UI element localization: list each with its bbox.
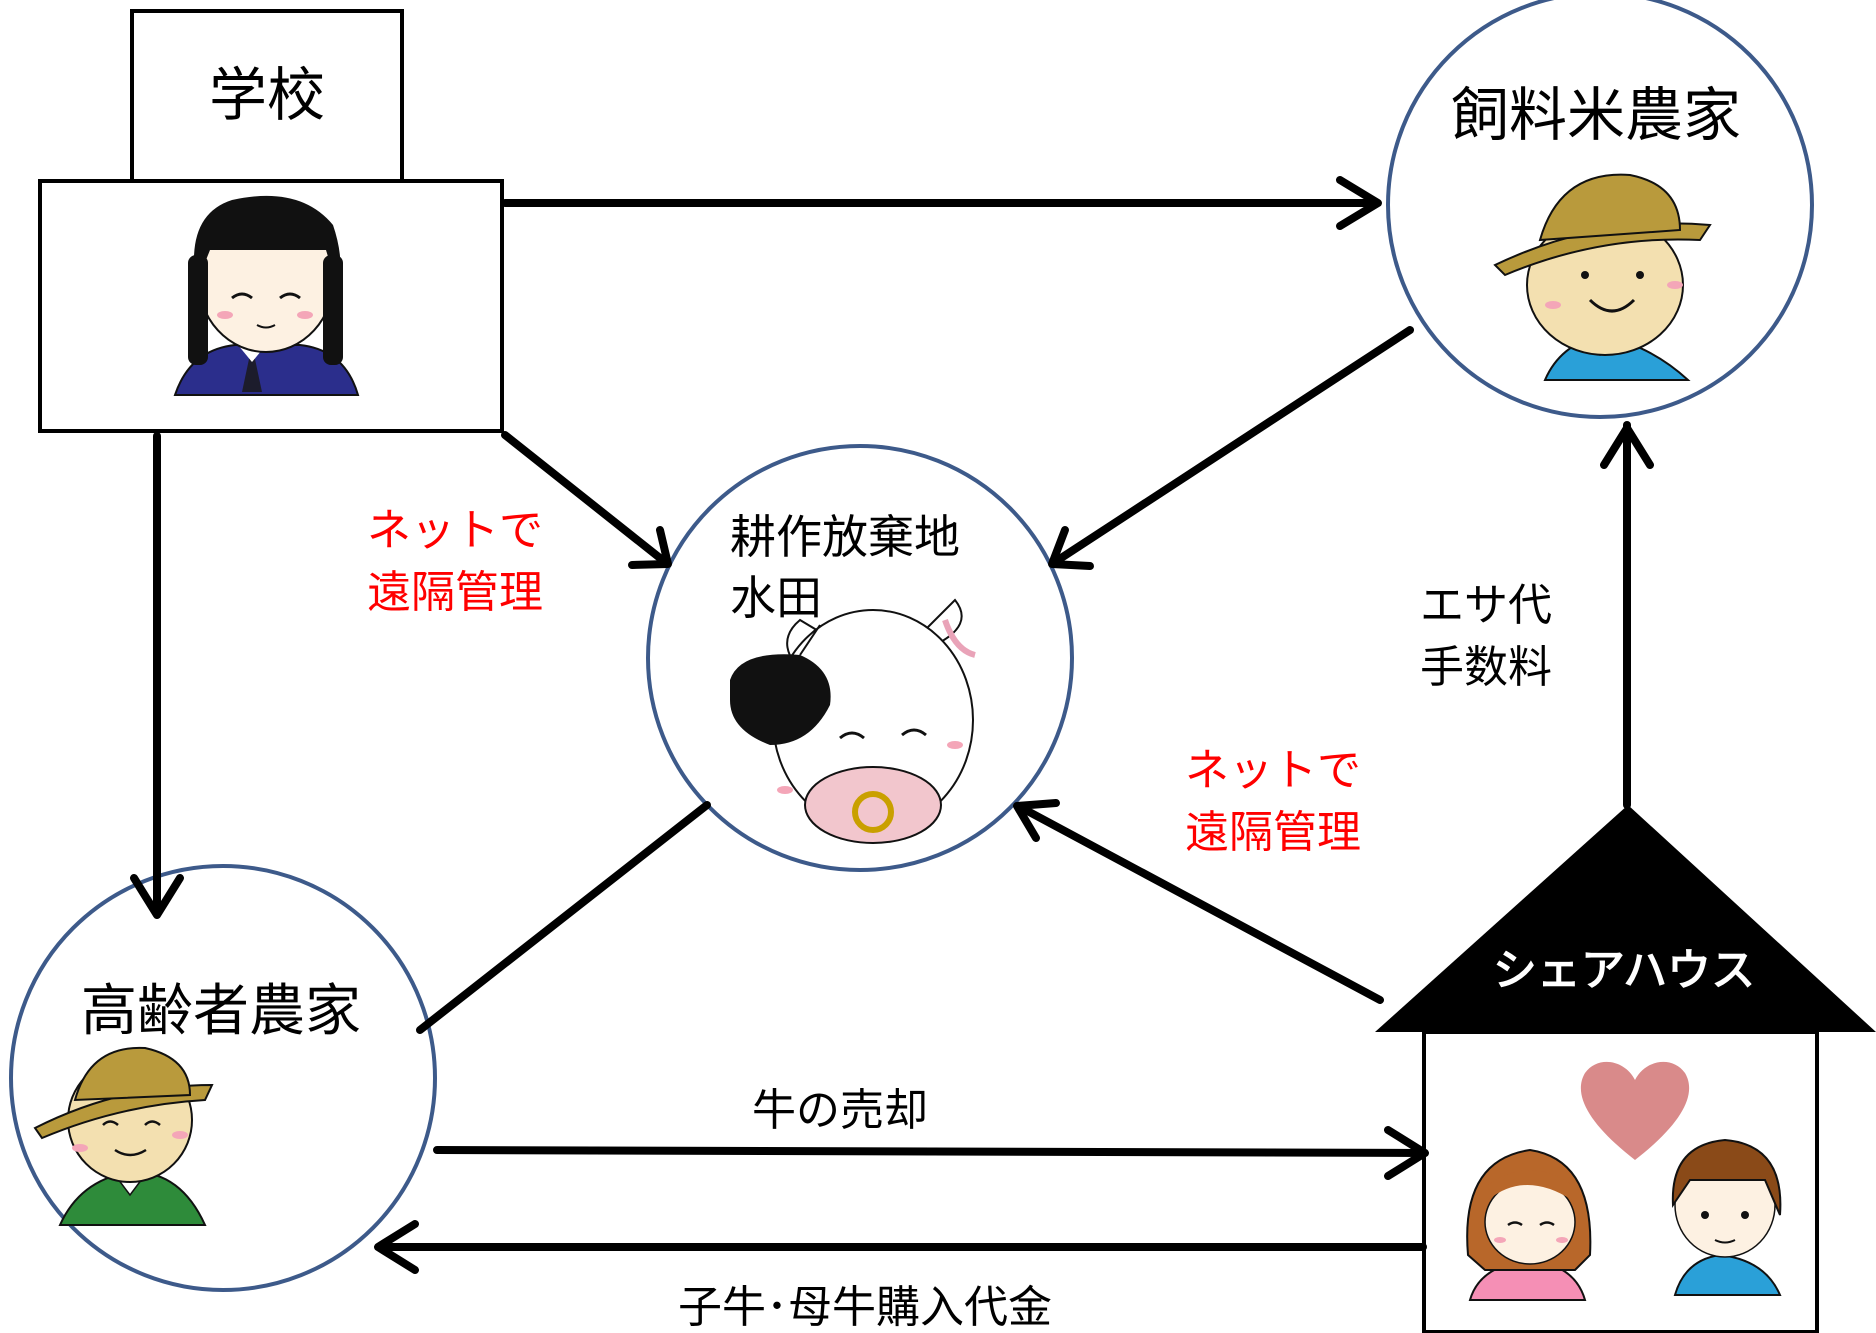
share-house-roof <box>1375 805 1876 1032</box>
feed-fee-label-line2: 手数料 <box>1420 642 1552 693</box>
school-label: 学校 <box>209 61 325 129</box>
arrow-school-to-elderly-head <box>130 874 184 919</box>
remote-management-left-line2: 遠隔管理 <box>367 567 543 618</box>
student-girl-icon <box>173 195 360 396</box>
elderly-farmer-icon <box>33 1046 214 1226</box>
cattle-sale-label: 牛の売却 <box>752 1085 928 1136</box>
arrow-school-to-field <box>501 431 669 566</box>
arrow-share-house-to-field-head <box>1013 799 1060 842</box>
young-couple-icon <box>1466 1138 1782 1301</box>
arrow-feed-farmer-to-field-head <box>1048 526 1094 570</box>
abandoned-field-node: 耕作放棄地 水田 <box>646 444 1074 872</box>
share-house-label: シェアハウス <box>1493 945 1755 996</box>
remote-management-right-line2: 遠隔管理 <box>1185 807 1361 858</box>
arrow-feed-farmer-to-field <box>1051 326 1414 566</box>
heart-icon <box>1580 1061 1690 1160</box>
arrow-share-house-to-feed-farmer-head <box>1600 424 1654 469</box>
elderly-farmer-circle <box>9 864 437 1292</box>
feed-fee-label-line1: エサ代 <box>1420 580 1552 631</box>
remote-management-left-line1: ネットで <box>367 505 543 556</box>
cow-face-icon <box>730 598 976 844</box>
calf-purchase-label: 子牛･母牛購入代金 <box>678 1282 1052 1333</box>
arrow-elderly-to-share-house <box>433 1146 1427 1157</box>
arrow-share-house-to-field <box>1016 803 1384 1004</box>
abandoned-field-label-line1: 耕作放棄地 <box>730 510 960 564</box>
connectors <box>130 176 1654 1274</box>
elderly-farmer-label: 高齢者農家 <box>81 979 361 1044</box>
school-label-box <box>130 9 404 183</box>
abandoned-field-label-line2: 水田 <box>730 571 822 625</box>
arrow-elderly-to-share-house-head <box>1384 1126 1429 1180</box>
remote-management-right-line1: ネットで <box>1185 745 1361 796</box>
line-field-to-elderly <box>416 801 711 1034</box>
school-node: 学校 <box>38 9 504 433</box>
share-house-node: シェアハウス <box>1375 805 1876 1333</box>
arrow-school-to-field-head <box>628 526 672 569</box>
edge-labels: ネットで 遠隔管理 ネットで 遠隔管理 エサ代 手数料 牛の売却 子牛･母牛購入… <box>367 505 1552 1333</box>
feed-rice-farmer-node: 飼料米農家 <box>1386 0 1814 419</box>
elderly-farmer-node: 高齢者農家 <box>9 864 437 1292</box>
farmer-straw-hat-icon <box>1493 173 1712 381</box>
feed-rice-farmer-label: 飼料米農家 <box>1451 81 1741 149</box>
arrow-share-house-to-elderly-head <box>374 1220 419 1274</box>
arrow-school-to-feed-farmer-head <box>1336 176 1382 230</box>
